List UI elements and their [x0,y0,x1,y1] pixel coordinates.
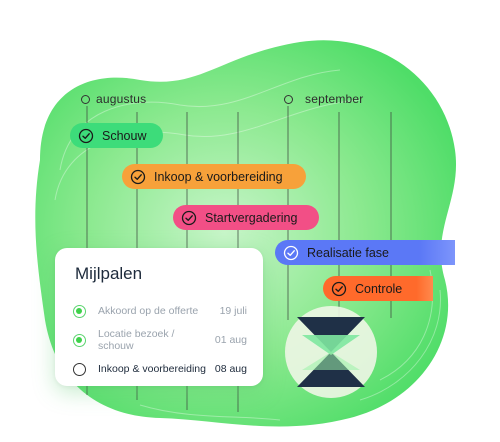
milestone-done-icon[interactable] [73,333,86,347]
month-marker-icon [81,95,90,104]
phase-label: Schouw [102,128,147,143]
milestone-row[interactable]: Inkoop & voorbereiding 08 aug [73,356,247,382]
phase-label: Controle [355,281,403,296]
milestone-date: 19 juli [219,305,247,317]
phase-bar-startvergadering[interactable]: Startvergadering [173,205,319,230]
milestone-label: Locatie bezoek / schouw [98,328,175,352]
check-circle-icon [331,281,347,296]
phase-label: Realisatie fase [307,245,389,260]
phase-bar-schouw[interactable]: Schouw [70,123,163,148]
month-marker-icon [284,95,293,104]
milestone-date: 01 aug [214,334,247,346]
phase-bar-controle[interactable]: Controle [323,276,433,301]
check-circle-icon [181,210,197,225]
milestone-row[interactable]: Akkoord op de offerte 19 juli [73,298,247,324]
hourglass-decoration [285,306,377,398]
month-label: september [305,92,364,106]
phase-label: Startvergadering [205,210,298,225]
milestone-date: 08 aug [214,363,247,375]
milestone-label: Akkoord op de offerte [98,305,199,317]
phase-bar-inkoop[interactable]: Inkoop & voorbereiding [122,164,306,189]
check-circle-icon [130,169,146,184]
milestone-label: Inkoop & voorbereiding [98,363,206,375]
milestone-row[interactable]: Locatie bezoek / schouw 01 aug [73,327,247,353]
check-circle-icon [78,128,94,143]
check-circle-icon [283,245,299,260]
phase-bar-realisatie[interactable]: Realisatie fase [275,240,455,265]
phase-label: Inkoop & voorbereiding [154,169,283,184]
month-label: augustus [96,92,147,106]
milestone-done-icon[interactable] [73,304,86,318]
milestone-open-icon[interactable] [73,362,86,376]
milestones-title: Mijlpalen [75,264,143,283]
milestones-card: Mijlpalen Akkoord op de offerte 19 juli … [55,248,263,386]
